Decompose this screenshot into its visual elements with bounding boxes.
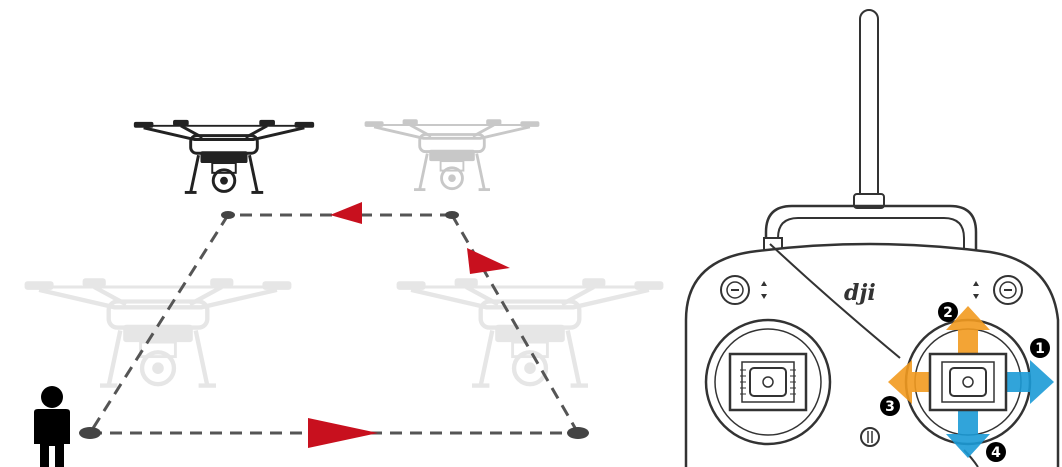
waypoint [567, 427, 589, 439]
drone-icon [363, 117, 541, 192]
antenna-icon [853, 9, 885, 209]
waypoint [79, 427, 101, 439]
waypoint [445, 211, 459, 219]
marker-4: 4 [986, 442, 1006, 462]
right-joystick-head[interactable] [928, 352, 1008, 412]
arrow-left-icon [888, 360, 936, 404]
drone-icon [25, 278, 292, 385]
svg-text:4: 4 [991, 445, 1001, 461]
power-button[interactable] [860, 427, 880, 447]
direction-arrow [467, 248, 510, 274]
remote-controller-icon: dji [684, 9, 1060, 467]
flight-path [88, 213, 580, 435]
brand-logo: dji [844, 280, 876, 306]
svg-text:2: 2 [943, 305, 953, 321]
marker-2: 2 [938, 302, 958, 322]
arrow-up-icon [946, 306, 990, 354]
waypoint [221, 211, 235, 219]
person-icon [34, 386, 70, 467]
direction-arrow [308, 418, 378, 448]
arrow-right-icon [1000, 360, 1054, 404]
arrow-down-icon [946, 410, 990, 458]
marker-1: 1 [1030, 338, 1050, 358]
drone-icon [397, 278, 664, 385]
svg-text:3: 3 [885, 399, 895, 415]
marker-3: 3 [880, 396, 900, 416]
drone-icon [132, 118, 316, 194]
left-joystick-icon[interactable] [704, 318, 832, 446]
svg-text:1: 1 [1035, 341, 1045, 357]
direction-arrow [330, 202, 362, 224]
